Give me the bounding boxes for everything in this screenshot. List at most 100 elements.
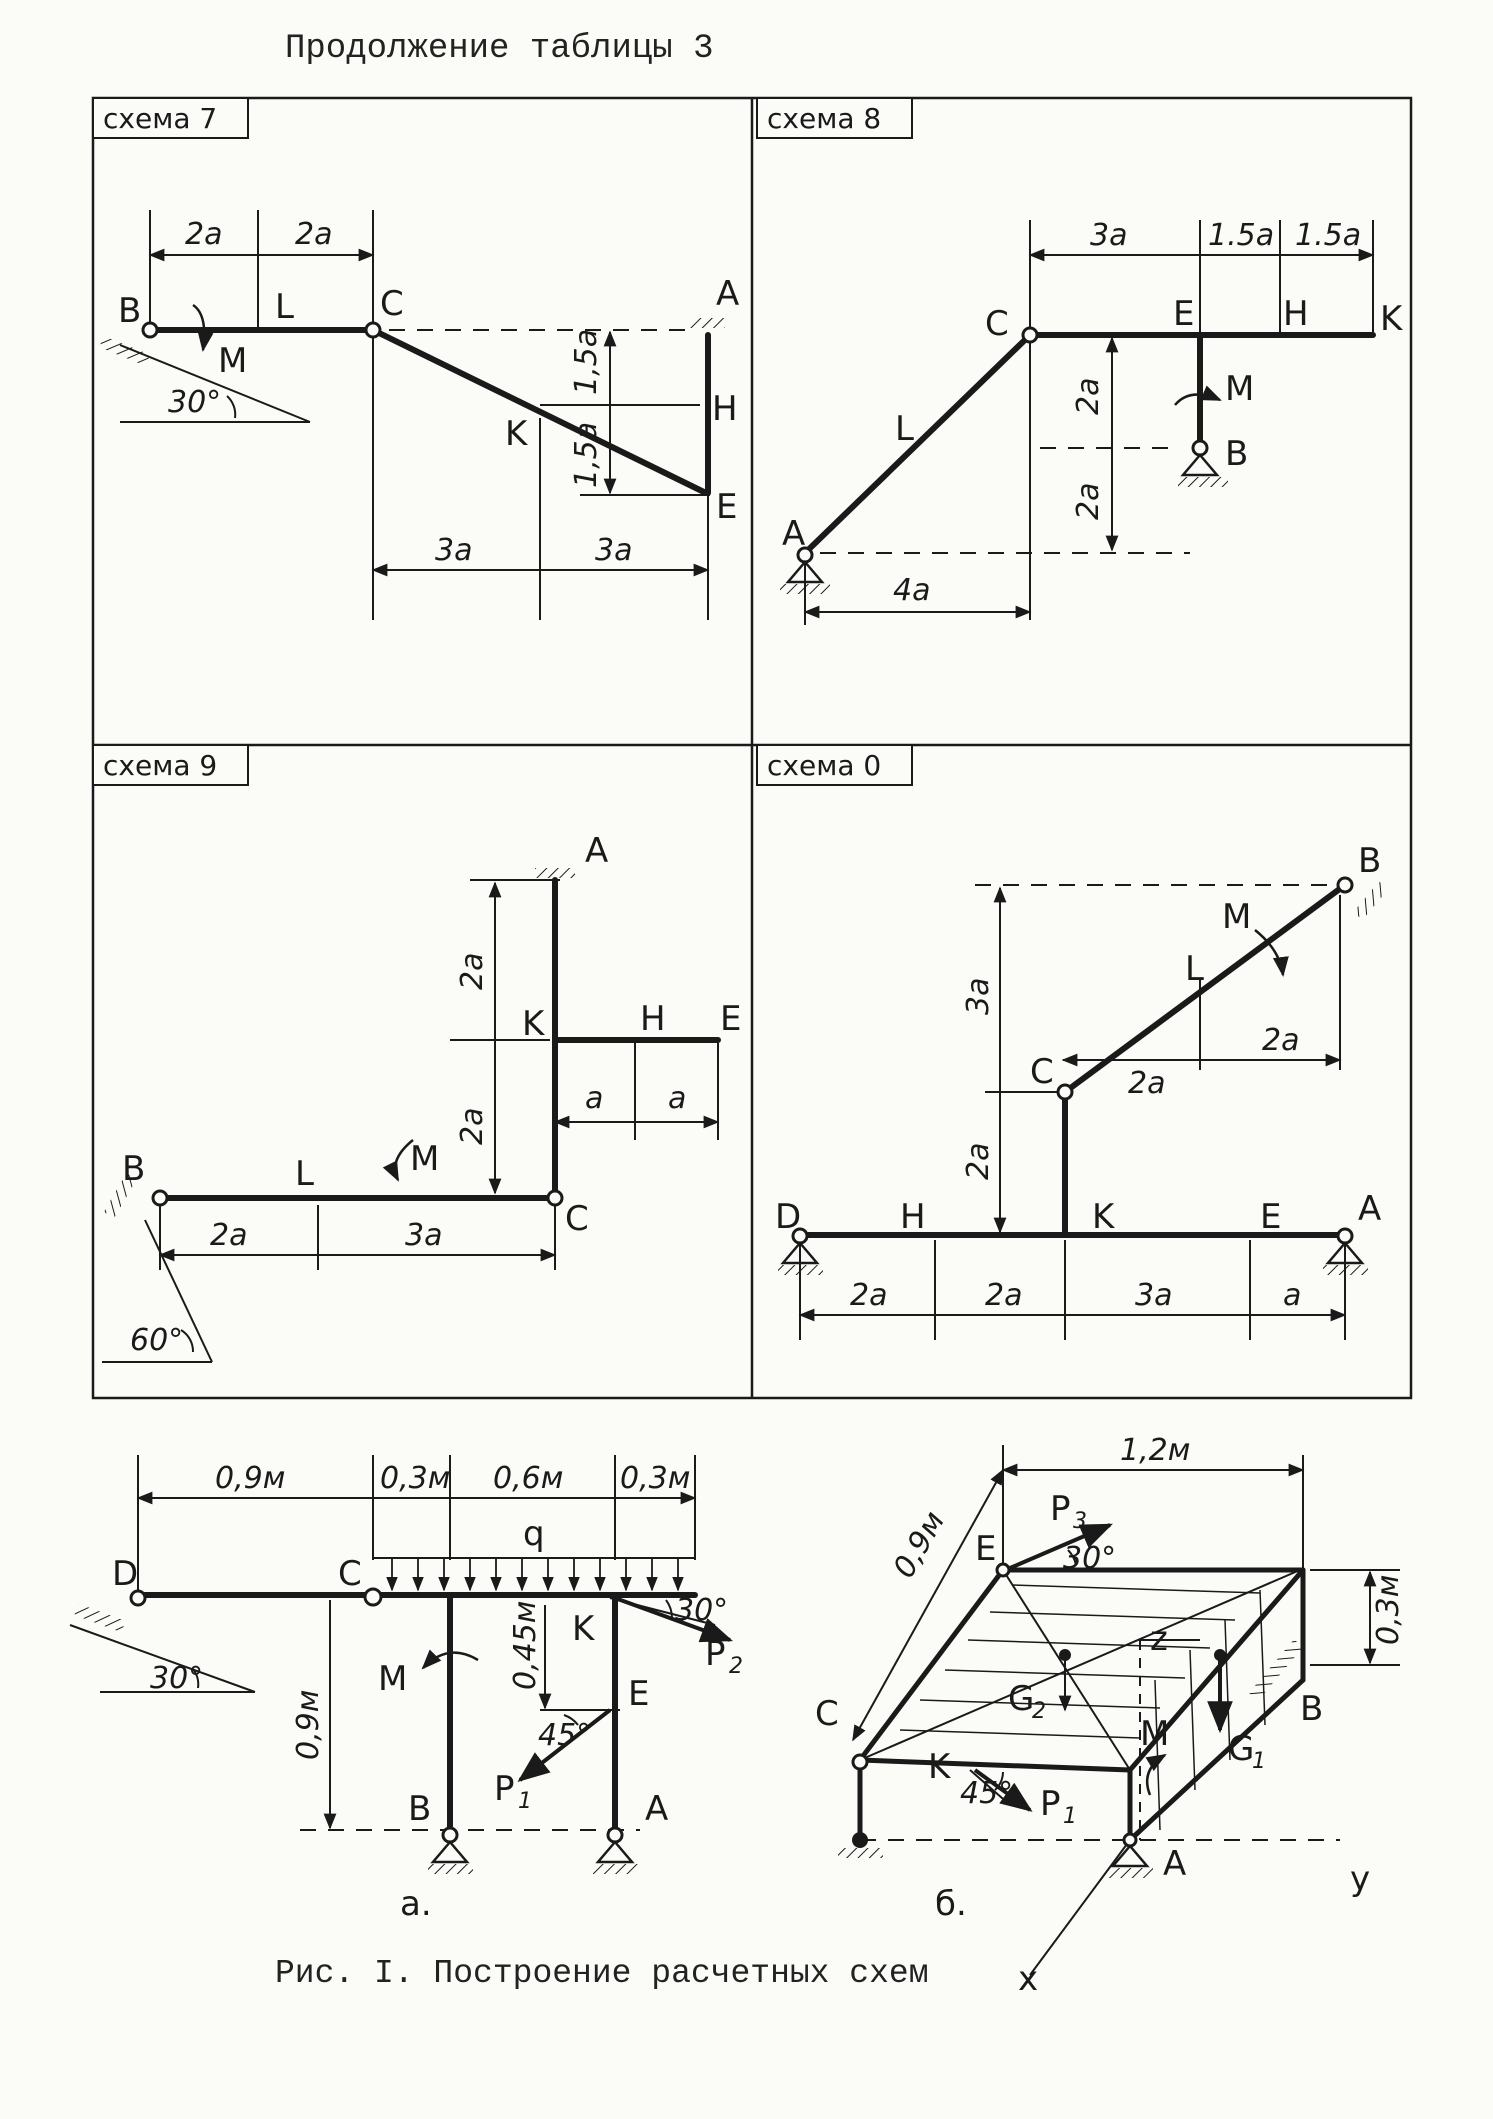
s0-dim-v1: 3a [961,978,996,1015]
s9-label-A: A [585,831,608,871]
fb-angle-1: 30° [1063,1541,1116,1576]
fa-label-A: A [645,1789,668,1829]
s0-dim-b3: 3a [1135,1278,1172,1313]
s0-dim-v2: 2a [961,1143,996,1180]
fa-dim-d4: 0,3м [620,1461,690,1496]
page-title: Продолжение таблицы 3 [285,30,714,68]
fb-label-P1: P [1040,1784,1061,1824]
fa-dim-d2: 0,3м [380,1461,450,1496]
scheme-0-header: схема 0 [767,749,881,782]
s8-dim-top1: 3a [1090,218,1127,253]
fa-angle-3: 45° [538,1718,591,1753]
fa-label-P2-sub: 2 [729,1654,743,1679]
fa-label-C: C [338,1554,362,1594]
s9-label-C: C [565,1199,589,1239]
fa-label-B: B [408,1789,431,1829]
fb-label-x: x [1018,1959,1038,1999]
fb-label-G1-sub: 1 [1252,1749,1266,1774]
fb-label-C: C [815,1694,839,1734]
s0-label-E: E [1260,1197,1281,1237]
s9-label-B: B [122,1149,145,1189]
fb-label-z: z [1150,1619,1168,1659]
s9-label-L: L [295,1154,314,1194]
s0-label-M: M [1222,897,1251,937]
fa-label-K: K [572,1609,596,1649]
s7-dim-top2: 2a [295,217,332,252]
s7-label-B: B [118,291,141,331]
s9-dim-r1: a [585,1081,603,1116]
fa-caption: а. [400,1884,432,1924]
fb-label-P1-sub: 1 [1063,1804,1077,1829]
s9-dim-angle: 60° [130,1323,183,1358]
s8-label-B: B [1225,434,1248,474]
s7-label-M: M [218,341,247,381]
fa-label-P1: P [494,1769,515,1809]
s0-dim-b2: 2a [985,1278,1022,1313]
fa-angle-2: 30° [675,1593,728,1628]
s8-dim-top2: 1.5a [1208,218,1274,253]
s9-label-M: M [410,1139,439,1179]
s7-dim-v2: 1,5a [569,422,604,488]
s7-dim-b2: 3a [595,533,632,568]
s8-dim-bottom: 4a [893,573,930,608]
fb-label-K: K [928,1747,952,1787]
fb-angle-2: 45° [960,1776,1013,1811]
s7-label-K: K [505,414,529,454]
s0-dim-b1: 2a [850,1278,887,1313]
s8-label-A: A [782,514,805,554]
fb-label-E: E [975,1529,996,1569]
fb-label-G1: G [1228,1729,1254,1769]
s9-label-H: H [640,999,666,1039]
s7-label-A: A [716,274,739,314]
s9-dim-b1: 2a [210,1218,247,1253]
fb-dim-width: 1,2м [1120,1433,1190,1468]
s7-label-E: E [716,487,737,527]
scheme-7: схема 7 B C A H K [92,97,739,620]
fa-angle-1: 30° [150,1661,203,1696]
s8-label-C: C [985,304,1009,344]
s7-label-H: H [712,389,738,429]
s0-label-L: L [1185,949,1204,989]
fa-label-D: D [112,1554,138,1594]
s0-label-H: H [900,1197,926,1237]
scheme-7-header: схема 7 [103,102,217,135]
scheme-8: схема 8 C E H K L M B [756,97,1404,625]
s0-label-K: K [1092,1197,1116,1237]
s8-label-K: K [1380,299,1404,339]
fa-dim-d3: 0,6м [493,1461,563,1496]
s0-label-D: D [775,1197,801,1237]
fb-label-P3-sub: 3 [1073,1509,1087,1534]
s0-dim-c1: 2a [1262,1023,1299,1058]
s8-label-E: E [1173,294,1194,334]
s8-dim-v2: 2a [1071,483,1106,520]
scheme-8-header: схема 8 [767,102,881,135]
s9-dim-v2: 2a [455,1108,490,1145]
fa-dim-d1: 0,9м [215,1461,285,1496]
fa-label-q: q [523,1514,545,1554]
scheme-9: схема 9 A K H E B L [92,744,741,1363]
fb-label-G2: G [1008,1679,1034,1719]
fb-dim-depth: 0,9м [887,1506,952,1584]
s8-dim-v1: 2a [1071,378,1106,415]
fa-label-P2: P [705,1634,726,1674]
fa-label-M: M [378,1659,407,1699]
s0-label-A: A [1358,1189,1381,1229]
figure-a: D C q K M E B A P 1 P 2 0,9м 0,3м 0,6м 0… [69,1455,743,1924]
scheme-9-header: схема 9 [103,749,217,782]
fa-label-E: E [628,1674,649,1714]
s7-dim-b1: 3a [435,533,472,568]
s9-dim-r2: a [668,1081,686,1116]
s7-label-L: L [275,287,294,327]
fb-label-y: y [1350,1859,1370,1899]
s8-dim-top3: 1.5a [1295,218,1361,253]
fa-dim-h: 0,9м [291,1690,326,1760]
fb-label-G2-sub: 2 [1032,1699,1046,1724]
s8-label-H: H [1283,294,1309,334]
fb-caption: б. [935,1884,967,1924]
s0-dim-b4: a [1283,1278,1301,1313]
fb-label-M: M [1140,1714,1169,1754]
fa-dim-v: 0,45м [508,1601,543,1690]
fb-dim-height: 0,3м [1371,1575,1406,1645]
s0-label-B: B [1358,841,1381,881]
